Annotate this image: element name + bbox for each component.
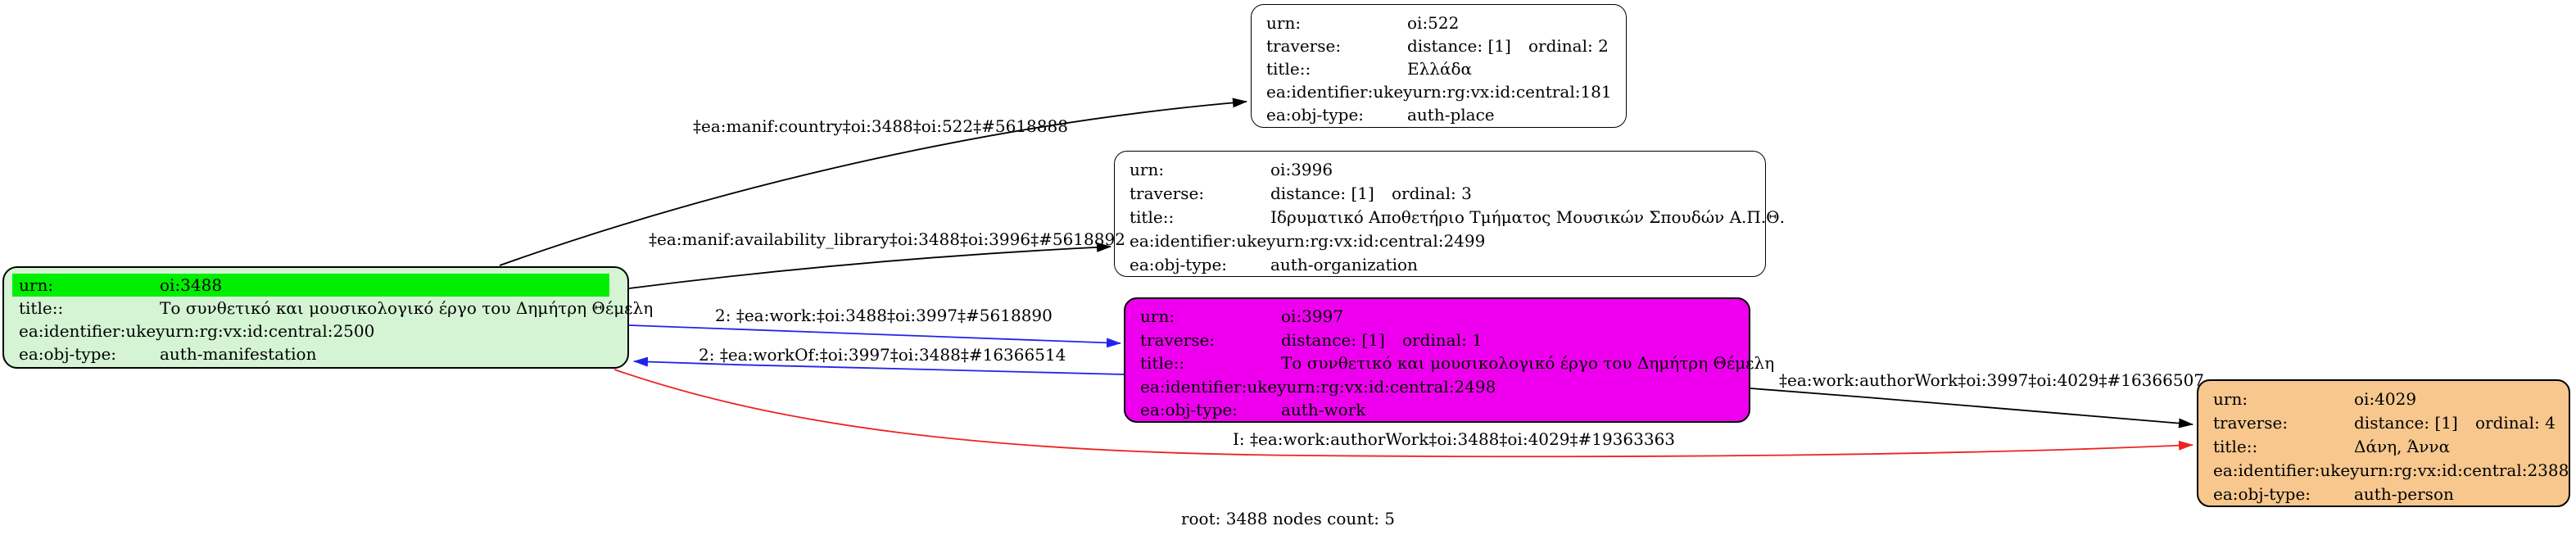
- row-key: ea:obj-type:: [1130, 255, 1228, 274]
- node-row-title: title:: Το συνθετικό και μουσικολογικό έ…: [19, 297, 653, 320]
- row-key: urn:: [19, 275, 54, 295]
- row-key: urn:: [2213, 389, 2248, 409]
- edge-workOf: [633, 356, 1125, 375]
- row-value: auth-manifestation: [160, 344, 317, 364]
- row-key: ea:identifier:ukey: [1140, 376, 1287, 397]
- node-oi-3996[interactable]: urn: oi:3996 traverse: distance: [1] ord…: [1114, 151, 1785, 277]
- edge-work: [628, 324, 1121, 348]
- edge-manif-country: [499, 97, 1247, 266]
- row-value-ordinal: ordinal: 1: [1402, 329, 1483, 350]
- row-key: title::: [1130, 207, 1175, 227]
- row-value: Ιδρυματικό Αποθετήριο Τμήματος Μουσικών …: [1270, 207, 1785, 227]
- row-value: oi:522: [1407, 13, 1460, 33]
- node-row-identifier: ea:identifier:ukey urn:rg:vx:id:central:…: [2213, 459, 2569, 483]
- node-row-title: title:: Ιδρυματικό Αποθετήριο Τμήματος Μ…: [1130, 206, 1785, 229]
- edge-label-work: 2: ‡ea:work:‡oi:3488‡oi:3997‡#5618890: [715, 306, 1053, 325]
- row-key: ea:identifier:ukey: [19, 321, 165, 341]
- graph-root-caption: root: 3488 nodes count: 5: [1180, 509, 1396, 528]
- row-key: ea:identifier:ukey: [1266, 82, 1413, 102]
- row-key: traverse:: [1130, 184, 1205, 203]
- row-value: auth-place: [1407, 105, 1495, 125]
- node-row-identifier: ea:identifier:ukey urn:rg:vx:id:central:…: [19, 320, 618, 342]
- row-value-ordinal: ordinal: 3: [1392, 184, 1472, 203]
- row-key: urn:: [1266, 13, 1302, 33]
- row-value-ordinal: ordinal: 4: [2475, 413, 2556, 433]
- row-value-ordinal: ordinal: 2: [1528, 36, 1609, 56]
- row-value-distance: distance: [1]: [2354, 413, 2458, 433]
- node-row-urn: urn: oi:3997: [1140, 305, 1739, 329]
- row-value: Δάνη, Άννα: [2354, 437, 2451, 456]
- row-value-distance: distance: [1]: [1407, 36, 1511, 56]
- row-value: urn:rg:vx:id:central:2500: [165, 321, 375, 341]
- node-row-obj-type: ea:obj-type: auth-person: [2213, 483, 2559, 506]
- row-value: oi:4029: [2354, 389, 2417, 409]
- row-value: urn:rg:vx:id:central:2498: [1286, 376, 1496, 397]
- node-row-obj-type: ea:obj-type: auth-organization: [1130, 253, 1755, 277]
- node-row-obj-type: ea:obj-type: auth-manifestation: [19, 342, 618, 365]
- row-key: ea:identifier:ukey: [2213, 460, 2360, 480]
- row-key: ea:obj-type:: [1266, 105, 1365, 125]
- edge-label-manif-availability-library: ‡ea:manif:availability_library‡oi:3488‡o…: [649, 229, 1125, 249]
- row-key: title::: [19, 298, 64, 318]
- row-key: title::: [1140, 353, 1185, 373]
- row-value: urn:rg:vx:id:central:181: [1412, 82, 1612, 102]
- node-oi-3997[interactable]: urn: oi:3997 traverse: distance: [1] ord…: [1124, 297, 1774, 423]
- row-key: traverse:: [2213, 413, 2289, 433]
- row-key: traverse:: [1266, 36, 1342, 56]
- edge-label-workOf: 2: ‡ea:workOf:‡oi:3997‡oi:3488‡#16366514: [699, 345, 1066, 365]
- row-value-distance: distance: [1]: [1270, 184, 1374, 203]
- node-oi-4029[interactable]: urn: oi:4029 traverse: distance: [1] ord…: [2197, 379, 2570, 507]
- node-row-obj-type: ea:obj-type: auth-place: [1266, 103, 1616, 126]
- node-row-urn: urn: oi:3996: [1130, 158, 1755, 182]
- row-key: ea:obj-type:: [2213, 484, 2311, 504]
- row-value: urn:rg:vx:id:central:2499: [1275, 231, 1486, 251]
- edge-label-work-authorWork-root: I: ‡ea:work:authorWork‡oi:3488‡oi:4029‡#…: [1233, 429, 1676, 449]
- row-key: title::: [2213, 437, 2258, 456]
- edge-manif-availability-library: [628, 242, 1111, 289]
- node-row-title: title:: Ελλάδα: [1266, 57, 1616, 80]
- row-value: oi:3996: [1270, 160, 1333, 179]
- row-value: auth-work: [1281, 400, 1366, 419]
- row-key: ea:identifier:ukey: [1130, 231, 1276, 251]
- row-key: traverse:: [1140, 329, 1216, 350]
- row-value: Το συνθετικό και μουσικολογικό έργο του …: [160, 298, 654, 318]
- node-row-title: title:: Το συνθετικό και μουσικολογικό έ…: [1140, 351, 1774, 375]
- row-key: title::: [1266, 59, 1311, 79]
- row-value: auth-person: [2354, 484, 2454, 504]
- node-oi-522[interactable]: urn: oi:522 traverse: distance: [1] ordi…: [1251, 4, 1627, 128]
- node-row-identifier: ea:identifier:ukey urn:rg:vx:id:central:…: [1140, 375, 1739, 399]
- node-row-traverse: traverse: distance: [1] ordinal: 1: [1140, 329, 1739, 352]
- node-row-traverse: traverse: distance: [1] ordinal: 3: [1130, 182, 1755, 206]
- row-value: oi:3997: [1281, 306, 1344, 326]
- row-value: oi:3488: [160, 275, 223, 295]
- node-oi-3488[interactable]: urn: oi:3488 title:: Το συνθετικό και μο…: [2, 266, 653, 369]
- node-row-obj-type: ea:obj-type: auth-work: [1140, 398, 1739, 422]
- node-row-traverse: traverse: distance: [1] ordinal: 4: [2213, 411, 2559, 435]
- row-value-distance: distance: [1]: [1281, 329, 1385, 350]
- node-row-urn: urn: oi:3488: [12, 274, 609, 297]
- row-key: ea:obj-type:: [1140, 400, 1238, 419]
- node-row-identifier: ea:identifier:ukey urn:rg:vx:id:central:…: [1266, 80, 1616, 103]
- row-value: auth-organization: [1270, 255, 1418, 274]
- row-value: urn:rg:vx:id:central:2388: [2359, 460, 2569, 480]
- row-key: ea:obj-type:: [19, 344, 117, 364]
- node-row-urn: urn: oi:522: [1266, 11, 1616, 34]
- node-row-title: title:: Δάνη, Άννα: [2213, 435, 2559, 459]
- edge-work-authorWork: [1750, 388, 2193, 428]
- row-value: Ελλάδα: [1407, 59, 1473, 79]
- edge-work-authorWork-root: [613, 369, 2193, 458]
- row-key: urn:: [1140, 306, 1175, 326]
- node-row-urn: urn: oi:4029: [2213, 388, 2559, 411]
- node-row-identifier: ea:identifier:ukey urn:rg:vx:id:central:…: [1130, 229, 1755, 253]
- edge-label-work-authorWork: ‡ea:work:authorWork‡oi:3997‡oi:4029‡#163…: [1779, 370, 2205, 390]
- edge-label-manif-country: ‡ea:manif:country‡oi:3488‡oi:522‡#561888…: [693, 116, 1068, 136]
- row-value: Το συνθετικό και μουσικολογικό έργο του …: [1281, 353, 1775, 373]
- node-row-traverse: traverse: distance: [1] ordinal: 2: [1266, 34, 1616, 57]
- row-key: urn:: [1130, 160, 1165, 179]
